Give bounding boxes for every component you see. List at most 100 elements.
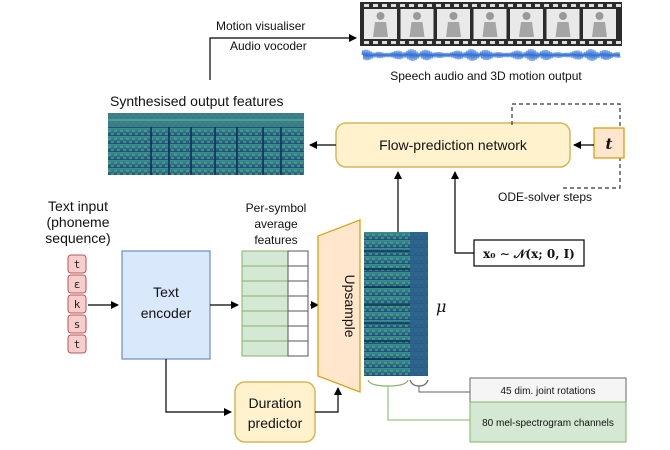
text-encoder-box	[121, 250, 211, 360]
phoneme-symbol: k	[74, 298, 81, 311]
mu-band	[364, 322, 410, 324]
film-hole	[598, 4, 603, 7]
text-input-label-1: Text input	[48, 198, 108, 214]
avatar-body-icon	[482, 22, 498, 37]
film-hole	[571, 41, 576, 44]
feature-cell-extra	[287, 280, 309, 297]
film-hole	[589, 41, 594, 44]
avatar-head-icon	[559, 12, 567, 20]
noise-prior-formula: x₀ ∼ 𝒩(x; 0, I)	[483, 247, 575, 261]
phoneme-symbol: t	[74, 338, 81, 351]
phoneme-box	[67, 334, 87, 354]
spectrogram-pause	[280, 127, 282, 175]
audio-vocoder-label: Audio vocoder	[230, 39, 307, 53]
film-hole	[616, 4, 621, 7]
noise-to-flow-arrow	[451, 171, 474, 254]
time-box	[593, 127, 625, 159]
feature-cell-main	[241, 265, 289, 282]
text-encoder-label-2: encoder	[141, 305, 192, 321]
film-hole	[499, 41, 504, 44]
film-hole	[418, 41, 423, 44]
phoneme-box	[67, 274, 87, 294]
film-hole	[598, 41, 603, 44]
encoder-to-duration-arrow	[165, 359, 232, 416]
film-hole	[490, 41, 495, 44]
mu-band	[364, 304, 410, 306]
film-hole	[580, 41, 585, 44]
joint-rotations-box	[469, 377, 627, 403]
mu-spectrogram	[364, 232, 428, 376]
mu-symbol: μ	[436, 297, 446, 316]
film-hole	[472, 4, 477, 7]
mu-band	[364, 250, 410, 252]
feature-cell-main	[241, 295, 289, 312]
film-hole	[391, 4, 396, 7]
film-hole	[436, 4, 441, 7]
duration-predictor-label-2: predictor	[248, 415, 303, 431]
avatar-body-icon	[373, 22, 388, 37]
phoneme-box	[67, 294, 87, 314]
output-caption: Speech audio and 3D motion output	[390, 69, 582, 83]
film-hole	[463, 41, 468, 44]
film-hole	[445, 41, 450, 44]
mel-brace	[367, 379, 409, 387]
per-symbol-feature-grid	[241, 250, 309, 357]
joint-rotations-label: 45 dim. joint rotations	[500, 386, 595, 397]
film-hole	[427, 4, 432, 7]
spectrogram-pause	[150, 127, 152, 175]
film-hole	[490, 4, 495, 7]
duration-predictor-box	[234, 381, 316, 443]
film-hole	[562, 4, 567, 7]
film-hole	[409, 41, 414, 44]
film-hole	[571, 4, 576, 7]
film-hole	[454, 41, 459, 44]
spectrogram-pause	[262, 127, 264, 175]
per-symbol-label-3: features	[254, 233, 297, 247]
film-hole	[508, 4, 513, 7]
avatar-head-icon	[376, 12, 385, 20]
per-symbol-label-2: average	[254, 217, 298, 231]
phoneme-box	[67, 314, 87, 334]
phoneme-symbol: ɛ	[74, 278, 81, 291]
feature-cell-main	[241, 250, 289, 267]
film-hole	[364, 4, 369, 7]
film-hole	[409, 4, 414, 7]
avatar-head-icon	[486, 12, 494, 20]
feature-cell-extra	[287, 325, 309, 342]
film-hole	[553, 41, 558, 44]
film-hole	[391, 41, 396, 44]
film-hole	[382, 4, 387, 7]
avatar-head-icon	[595, 12, 604, 20]
film-hole	[481, 4, 486, 7]
film-hole	[526, 4, 531, 7]
spectrogram-pause	[190, 127, 192, 175]
feature-cell-extra	[287, 310, 309, 327]
film-hole	[526, 41, 531, 44]
text-input-label-2: (phoneme	[46, 214, 109, 230]
avatar-head-icon	[522, 12, 531, 20]
joint-connector	[418, 386, 470, 393]
film-hole	[535, 41, 540, 44]
avatar-body-icon	[592, 22, 607, 37]
phoneme-symbol: t	[74, 258, 81, 271]
film-hole	[589, 4, 594, 7]
spectrogram-pause	[214, 127, 216, 175]
mel-channels-box	[469, 401, 627, 443]
mu-band	[364, 340, 410, 342]
film-hole	[580, 4, 585, 7]
film-hole	[463, 4, 468, 7]
mu-band	[364, 286, 410, 288]
film-hole	[436, 41, 441, 44]
ode-loop	[511, 103, 621, 189]
feature-cell-main	[241, 280, 289, 297]
film-hole	[553, 4, 558, 7]
film-hole	[472, 41, 477, 44]
feature-cell-main	[241, 325, 289, 342]
feature-cell-main	[241, 310, 289, 327]
ode-steps-label: ODE-solver steps	[498, 190, 592, 204]
film-hole	[382, 41, 387, 44]
film-hole	[445, 4, 450, 7]
film-hole	[508, 41, 513, 44]
film-hole	[499, 4, 504, 7]
